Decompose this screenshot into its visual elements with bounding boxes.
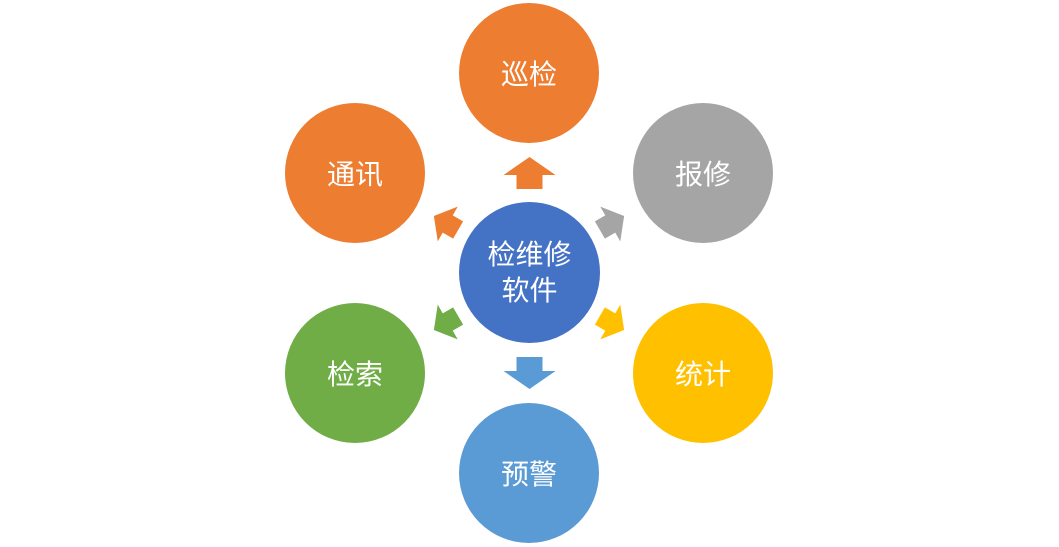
node-statistics: 统计 — [633, 303, 773, 443]
center-label-line1: 检维修 — [487, 237, 572, 271]
node-label: 统计 — [674, 358, 731, 391]
center-label-line2: 软件 — [501, 273, 558, 307]
node-label: 检索 — [326, 358, 383, 391]
arrow-up-icon — [503, 157, 556, 189]
arrow-down-icon — [503, 357, 556, 389]
center-node: 检维修 软件 — [459, 202, 600, 343]
node-warning: 预警 — [459, 403, 599, 543]
node-label: 巡检 — [500, 58, 557, 91]
arrow-down-right-icon — [594, 304, 625, 340]
node-label: 预警 — [500, 458, 557, 491]
arrow-up-right-icon — [594, 206, 625, 242]
arrow-down-left-icon — [433, 304, 464, 340]
node-label: 通讯 — [326, 158, 383, 191]
arrow-up-left-icon — [433, 206, 464, 242]
node-search: 检索 — [285, 303, 425, 443]
node-inspection: 巡检 — [459, 3, 599, 143]
node-communication: 通讯 — [285, 103, 425, 243]
node-repair-report: 报修 — [633, 103, 773, 243]
node-label: 报修 — [674, 158, 731, 191]
